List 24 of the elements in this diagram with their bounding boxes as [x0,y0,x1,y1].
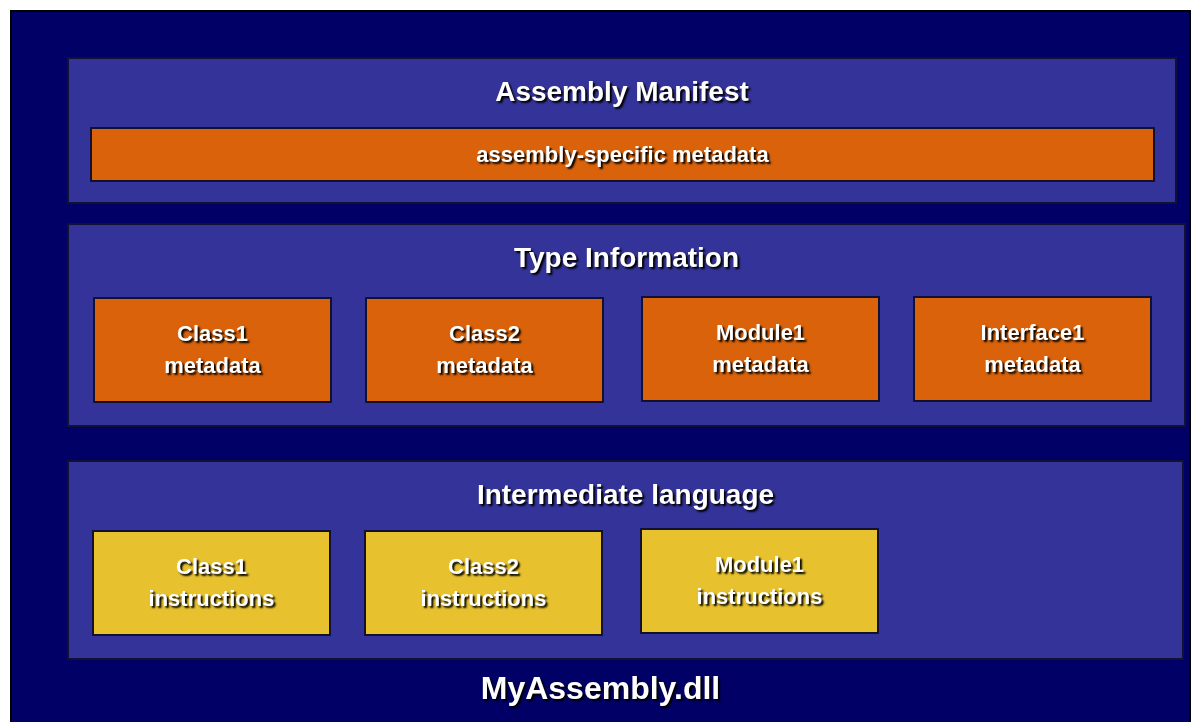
section-title: Class2 instructions [419,553,548,613]
section-title: Class1 instructions [147,553,276,613]
assembly-container [10,10,1191,722]
section-title: Class1 metadata [163,320,262,380]
metadata-box [913,296,1152,402]
section-title: Intermediate language [475,478,776,512]
instructions-box [640,528,879,634]
section-panel [67,223,1186,427]
instructions-box [364,530,603,636]
metadata-bar [90,127,1155,182]
metadata-box [93,297,332,403]
instructions-box [92,530,331,636]
metadata-box [641,296,880,402]
metadata-box [365,297,604,403]
section-title: Assembly Manifest [494,75,750,109]
section-title: assembly-specific metadata [476,141,769,169]
section-panel [67,57,1177,204]
section-title: MyAssembly.dll [479,669,722,708]
section-title: Module1 instructions [695,551,824,611]
section-title: Module1 metadata [711,319,810,379]
section-title: Type Information [512,241,740,275]
section-title: Class2 metadata [435,320,534,380]
section-title: Interface1 metadata [979,319,1086,379]
section-panel [67,460,1184,660]
